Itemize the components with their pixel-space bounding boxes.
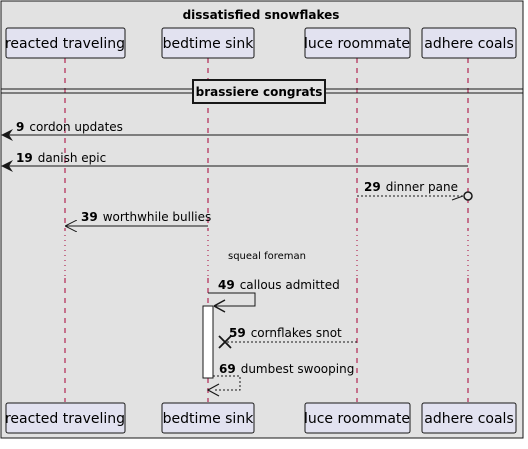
activation-bar (202, 305, 214, 379)
destroy-x-icon (218, 335, 232, 349)
participant-label-adhere-coals: adhere coals (424, 36, 514, 52)
lost-message-circle-icon (463, 191, 473, 201)
divider-box (192, 79, 326, 104)
participant-box-adhere-coals[interactable] (421, 27, 517, 59)
participant-label-bottom-adhere-coals: adhere coals (424, 411, 514, 427)
participant-label-luce-roommate: luce roommate (304, 36, 410, 52)
delay-note: squeal foreman (228, 251, 306, 262)
participant-label-bedtime-sink: bedtime sink (163, 36, 255, 52)
participant-label-bottom-luce-roommate: luce roommate (304, 411, 410, 427)
participant-box-bottom-adhere-coals[interactable] (421, 402, 517, 434)
participant-label-bottom-bedtime-sink: bedtime sink (163, 411, 255, 427)
participant-box-bedtime-sink[interactable] (161, 27, 255, 59)
message-29-arrowhead (451, 195, 464, 201)
participant-box-reacted-traveling[interactable] (5, 27, 126, 59)
message-69-arrow (213, 375, 241, 391)
participants-bottom: reacted traveling bedtime sink luce room… (5, 402, 517, 434)
delay-mask (60, 230, 476, 276)
participant-label-reacted-traveling: reacted traveling (5, 36, 125, 52)
diagram-title: dissatisfied snowflakes (183, 8, 340, 22)
diagram-frame (0, 0, 524, 439)
participant-box-luce-roommate[interactable] (304, 27, 411, 59)
message-49-arrowhead (213, 299, 226, 313)
participants-top: reacted traveling bedtime sink luce room… (5, 27, 517, 59)
message-49-arrow (208, 292, 256, 307)
participant-box-bottom-reacted-traveling[interactable] (5, 402, 126, 434)
participant-label-bottom-reacted-traveling: reacted traveling (5, 411, 125, 427)
participant-box-bottom-luce-roommate[interactable] (304, 402, 411, 434)
participant-box-bottom-bedtime-sink[interactable] (161, 402, 255, 434)
divider: brassiere congrats (1, 79, 523, 104)
divider-label: brassiere congrats (196, 85, 323, 99)
message-69-arrowhead (206, 383, 220, 397)
